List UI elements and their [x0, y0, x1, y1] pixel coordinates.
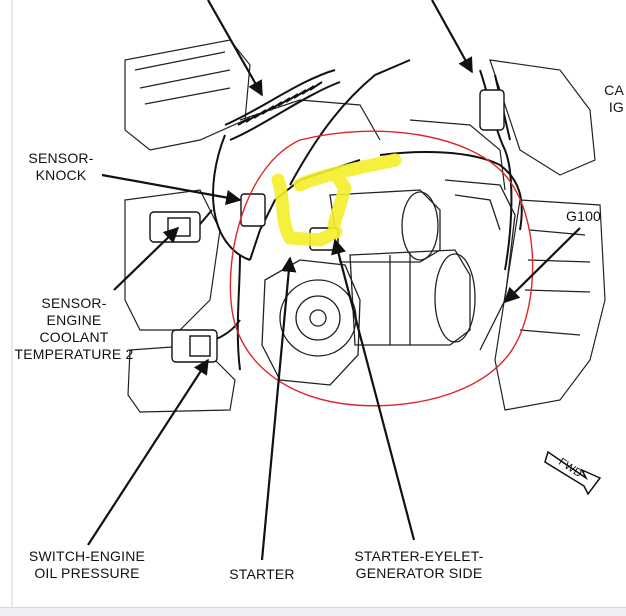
bottom-scroll-strip — [0, 607, 626, 616]
highlight-circle — [229, 130, 534, 407]
cable-highlight — [271, 153, 402, 247]
wiring-harness — [174, 59, 523, 371]
label-sensor-coolant: SENSOR- ENGINE COOLANT TEMPERATURE 2 — [14, 295, 134, 362]
leader-lines — [87, 0, 581, 561]
label-starter: STARTER — [229, 566, 295, 582]
label-switch-oil-pressure: SWITCH-ENGINE OIL PRESSURE — [28, 548, 146, 581]
label-sensor-knock: SENSOR- KNOCK — [28, 150, 94, 183]
connectors — [149, 89, 505, 363]
label-starter-eyelet: STARTER-EYELET- GENERATOR SIDE — [354, 548, 484, 581]
label-g100: G100 — [566, 208, 602, 224]
fwd-arrow-icon — [544, 450, 602, 496]
label-cut-off-top-right: CA IG — [604, 82, 624, 115]
